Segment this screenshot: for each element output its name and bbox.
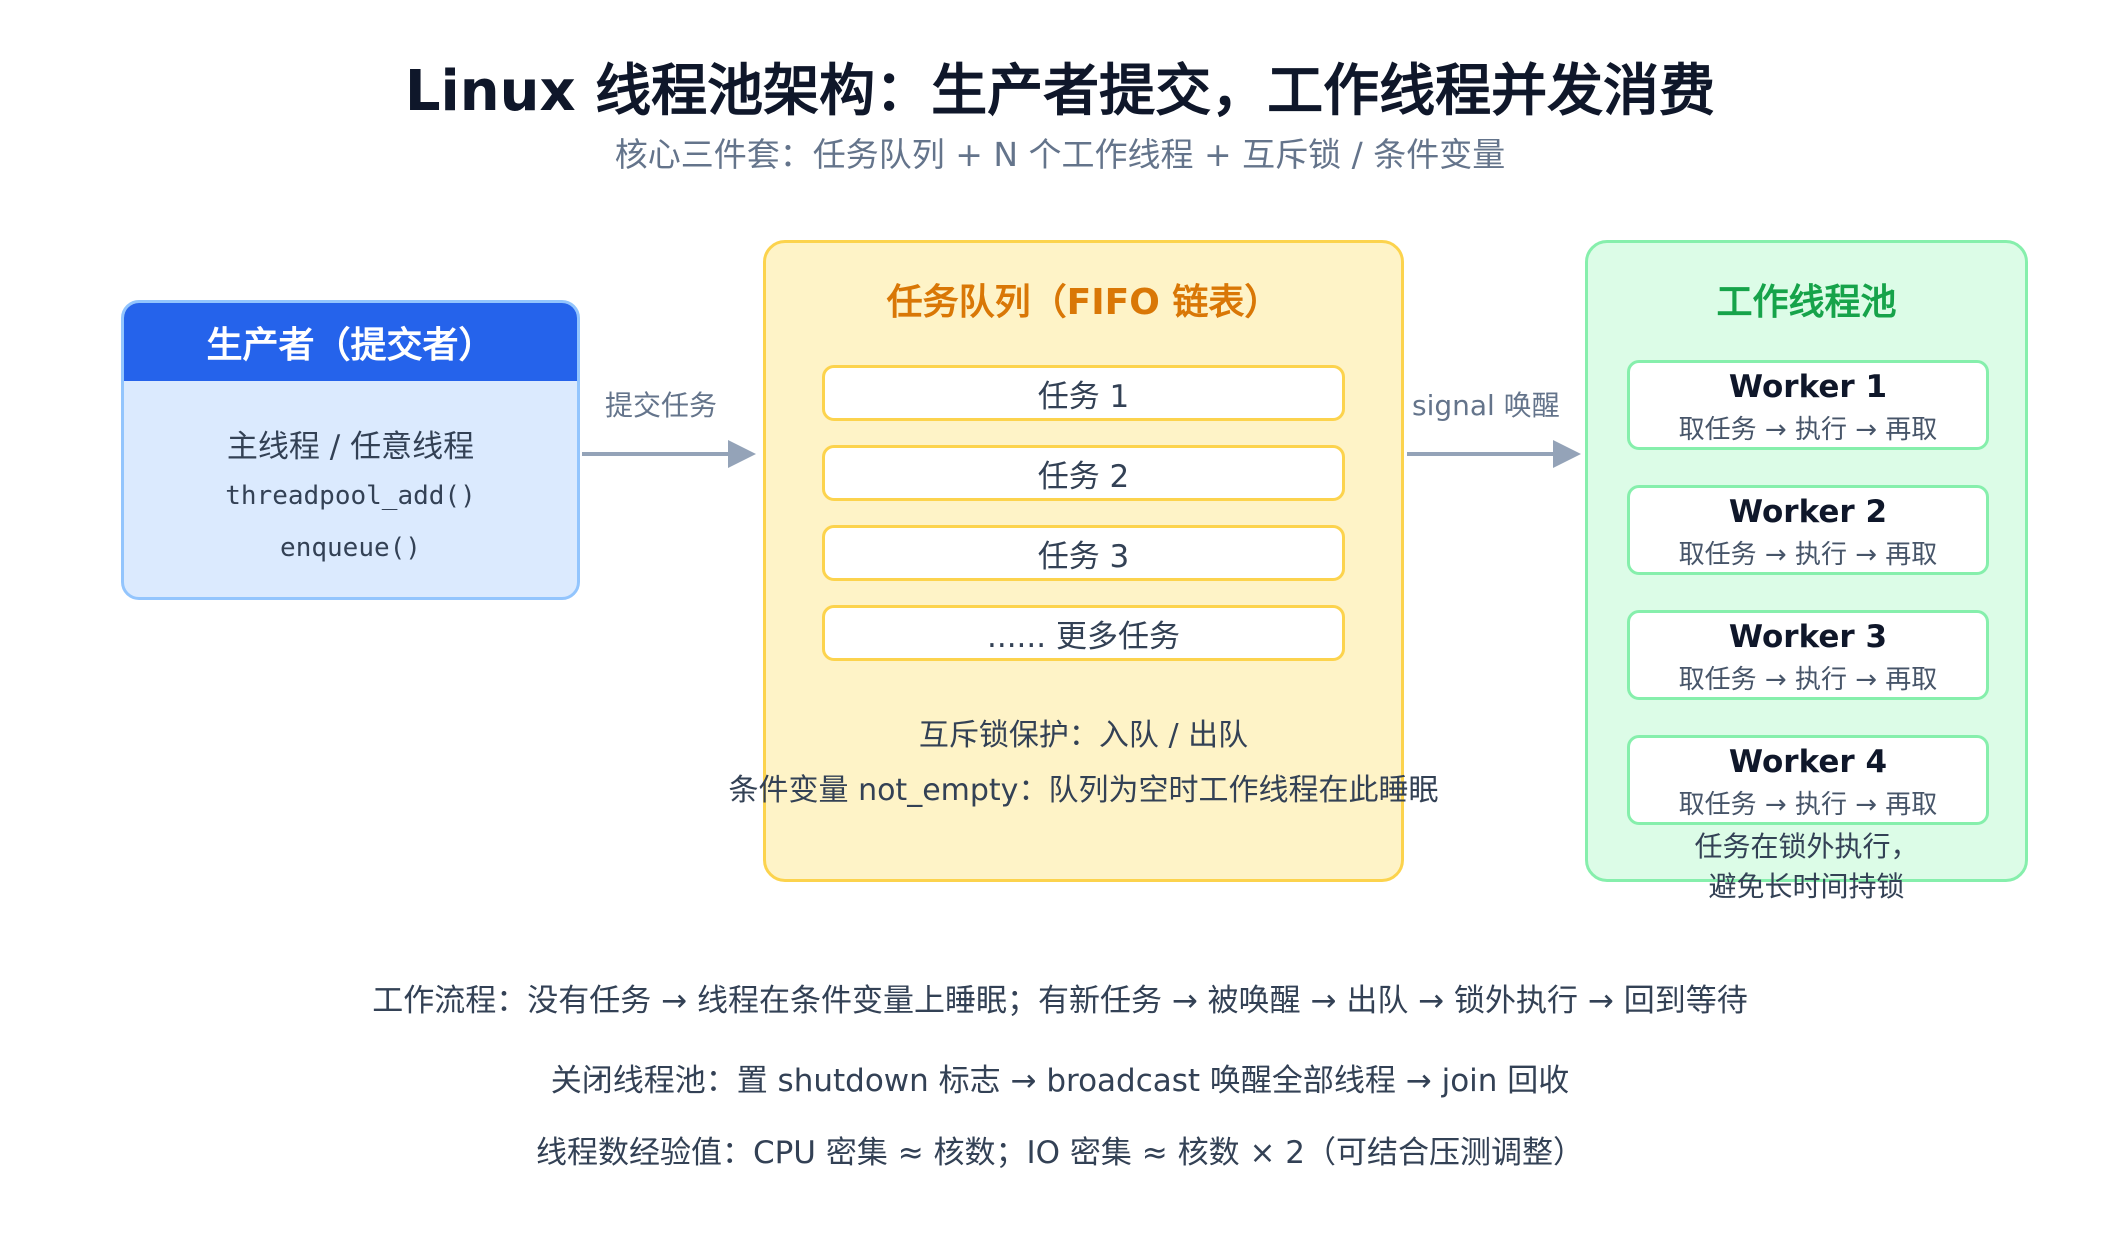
- task-item-3: 任务 3: [822, 525, 1345, 581]
- worker-name: Worker 1: [1728, 369, 1888, 405]
- worker-pool-title: 工作线程池: [1716, 282, 1897, 323]
- worker-name: Worker 2: [1728, 494, 1888, 530]
- task-item-1: 任务 1: [822, 365, 1345, 421]
- pool-note-line-2: 避免长时间持锁: [1708, 870, 1905, 903]
- task-item-2: 任务 2: [822, 445, 1345, 501]
- signal-arrow: [1407, 440, 1581, 468]
- submit-arrow: [582, 440, 756, 468]
- producer-line-2: threadpool_add(): [225, 481, 476, 511]
- worker-name: Worker 3: [1728, 619, 1888, 655]
- task-queue-box: 任务队列（FIFO 链表） 任务 1 任务 2 任务 3 ...... 更多任务…: [729, 240, 1438, 882]
- thread-count-note: 线程数经验值：CPU 密集 ≈ 核数；IO 密集 ≈ 核数 × 2（可结合压测调…: [535, 1135, 1585, 1171]
- diagram-subtitle: 核心三件套：任务队列 + N 个工作线程 + 互斥锁 / 条件变量: [614, 135, 1506, 174]
- worker-desc: 取任务 → 执行 → 再取: [1678, 415, 1938, 445]
- worker-pool-box: 工作线程池 Worker 1 取任务 → 执行 → 再取 Worker 2 取任…: [1585, 240, 2028, 903]
- worker-desc: 取任务 → 执行 → 再取: [1678, 540, 1938, 570]
- worker-card-4: Worker 4 取任务 → 执行 → 再取: [1627, 735, 1989, 825]
- producer-line-1: 主线程 / 任意线程: [226, 429, 475, 465]
- task-queue-title: 任务队列（FIFO 链表）: [886, 282, 1281, 323]
- task-item-more: ...... 更多任务: [822, 605, 1345, 661]
- pool-note-line-1: 任务在锁外执行，: [1694, 830, 1919, 863]
- submit-arrow-label: 提交任务: [605, 389, 718, 422]
- diagram-title: Linux 线程池架构：生产者提交，工作线程并发消费: [404, 59, 1716, 124]
- workflow-note: 工作流程：没有任务 → 线程在条件变量上睡眠；有新任务 → 被唤醒 → 出队 →…: [372, 983, 1748, 1019]
- worker-desc: 取任务 → 执行 → 再取: [1678, 790, 1938, 820]
- producer-title: 生产者（提交者）: [124, 303, 577, 381]
- producer-box: 生产者（提交者） 主线程 / 任意线程 threadpool_add() enq…: [121, 300, 580, 600]
- worker-card-3: Worker 3 取任务 → 执行 → 再取: [1627, 610, 1989, 700]
- worker-desc: 取任务 → 执行 → 再取: [1678, 665, 1938, 695]
- worker-name: Worker 4: [1728, 744, 1888, 780]
- worker-card-2: Worker 2 取任务 → 执行 → 再取: [1627, 485, 1989, 575]
- signal-arrow-label: signal 唤醒: [1412, 389, 1560, 422]
- mutex-note: 互斥锁保护：入队 / 出队: [918, 718, 1249, 753]
- producer-line-3: enqueue(): [280, 533, 421, 563]
- shutdown-note: 关闭线程池：置 shutdown 标志 → broadcast 唤醒全部线程 →…: [550, 1063, 1570, 1099]
- worker-card-1: Worker 1 取任务 → 执行 → 再取: [1627, 360, 1989, 450]
- condvar-note: 条件变量 not_empty：队列为空时工作线程在此睡眠: [728, 773, 1439, 808]
